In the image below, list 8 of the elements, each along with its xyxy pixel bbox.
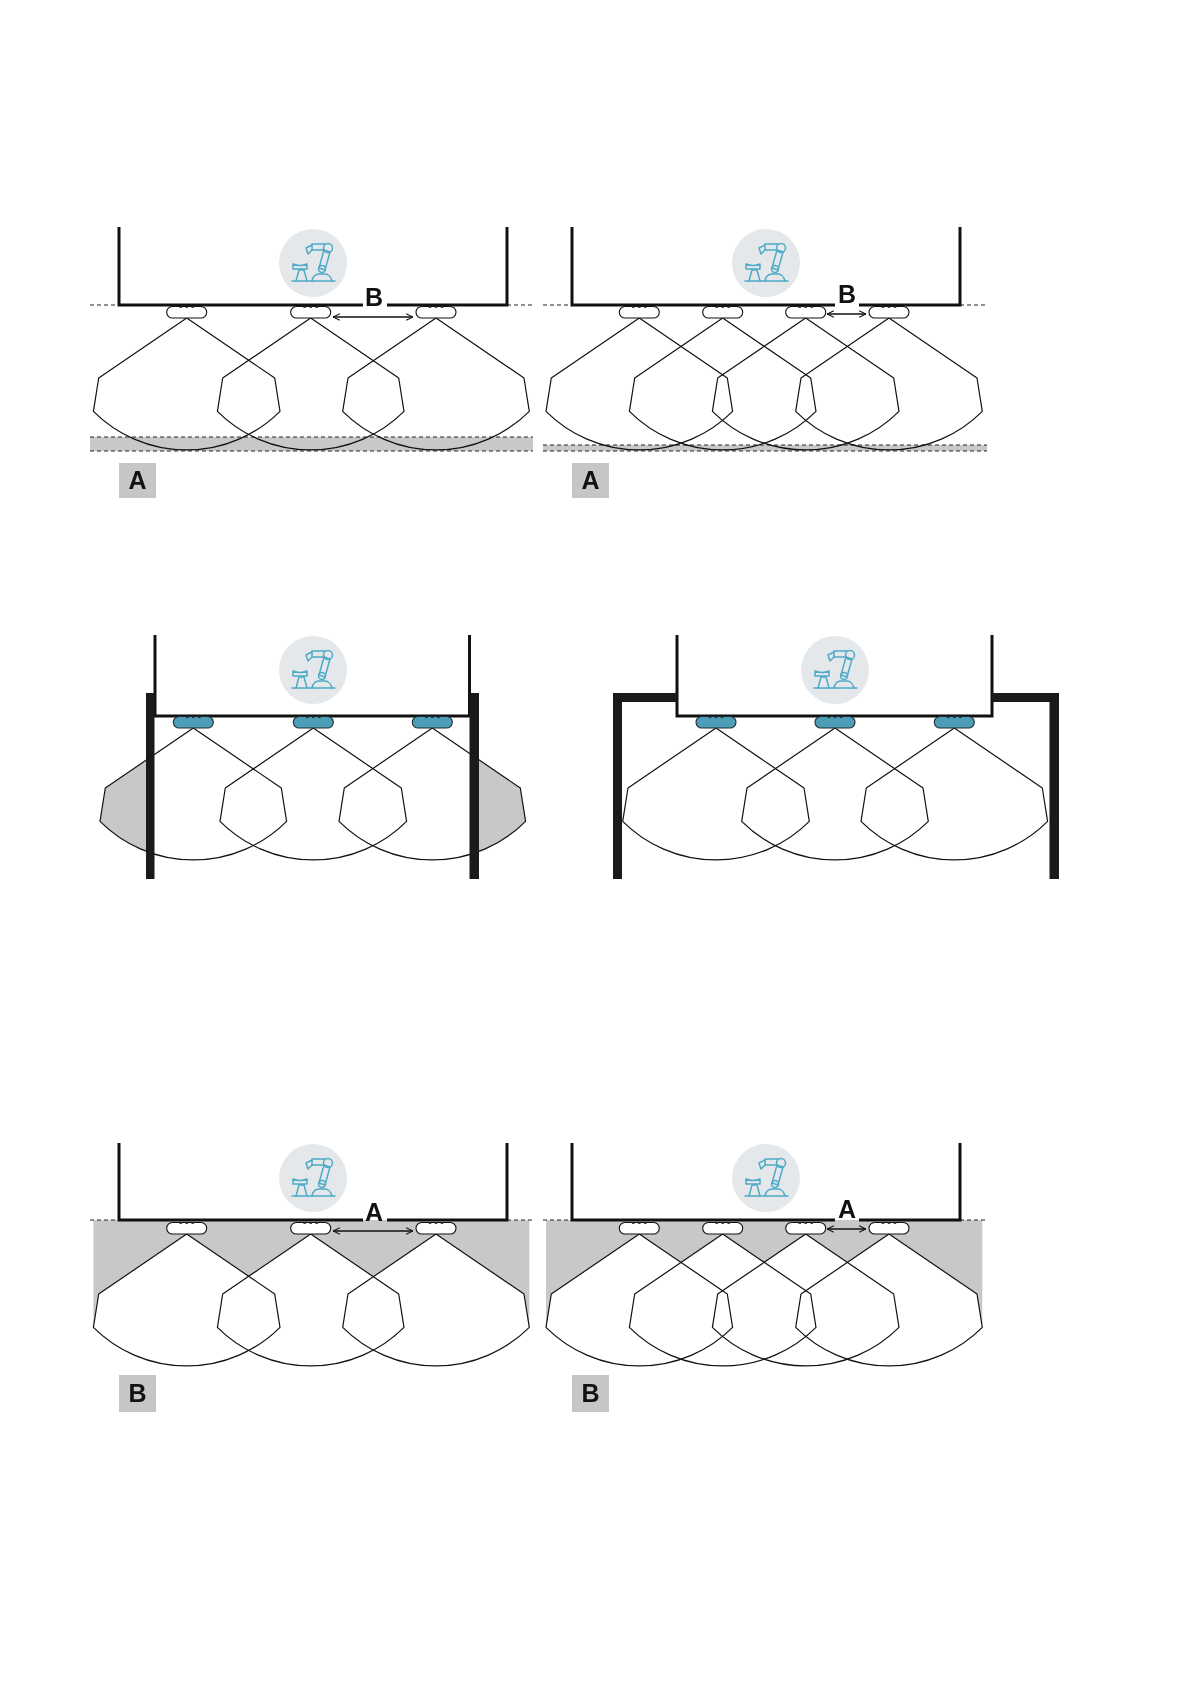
panel-tag: A: [119, 463, 156, 498]
dimension-label: A: [837, 1196, 857, 1222]
dimension-label: A: [364, 1199, 384, 1225]
panel-tag: B: [572, 1375, 609, 1412]
dimension-label: B: [364, 284, 384, 310]
panel-tag: B: [119, 1375, 156, 1412]
dimension-label: B: [837, 281, 857, 307]
panel-tag: A: [572, 463, 609, 498]
